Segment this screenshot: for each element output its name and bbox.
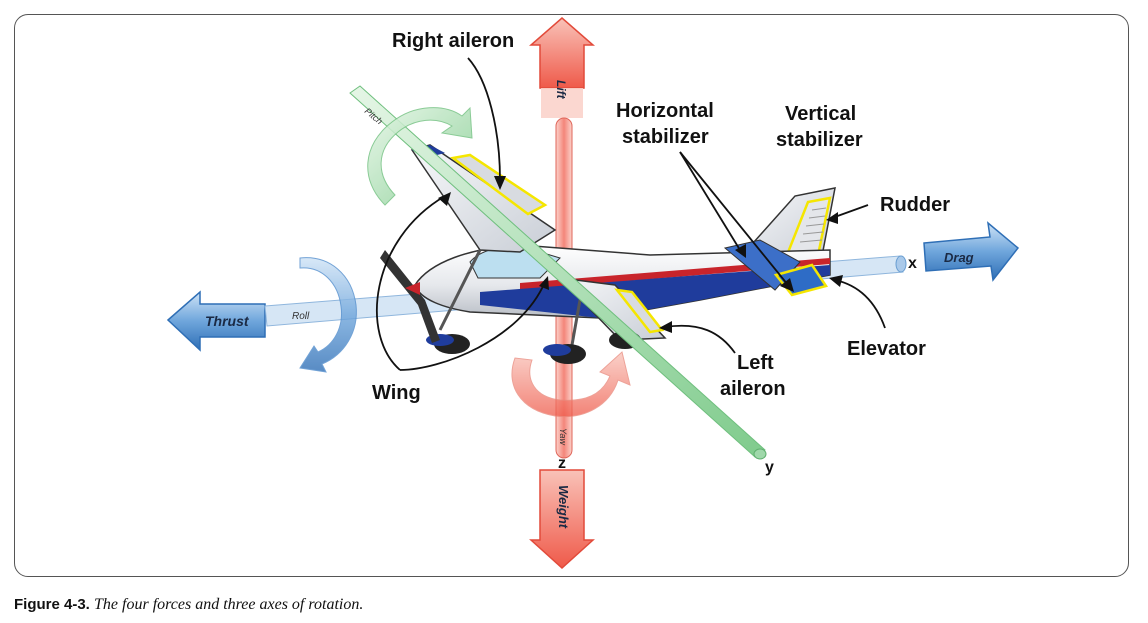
horizontal-stabilizer-label-line1: Horizontal <box>616 100 714 122</box>
weight-arrow <box>529 469 595 570</box>
lift-label: Lift <box>554 80 568 100</box>
horizontal-stabilizer-label-line2: stabilizer <box>622 126 709 148</box>
figure-caption-text: The four forces and three axes of rotati… <box>94 596 364 613</box>
thrust-arrow <box>166 290 266 352</box>
elevator-label: Elevator <box>847 338 926 360</box>
roll-label: Roll <box>292 311 310 322</box>
left-aileron-label-line2: aileron <box>720 378 786 400</box>
lift-arrow <box>528 17 596 118</box>
thrust-label: Thrust <box>205 313 250 329</box>
weight-label: Weight <box>556 485 571 529</box>
z-axis-label: z <box>558 455 566 472</box>
left-aileron-highlight <box>614 288 665 334</box>
airplane <box>380 144 836 364</box>
vertical-stabilizer-label-line2: stabilizer <box>776 129 863 151</box>
right-aileron-label: Right aileron <box>392 30 514 52</box>
propeller <box>380 250 440 343</box>
roll-rotation-arrow <box>299 257 357 373</box>
left-aileron-label-line1: Left <box>737 352 774 374</box>
pitch-rotation-arrow <box>367 106 473 206</box>
figure-caption: Figure 4-3. The four forces and three ax… <box>14 596 363 614</box>
rudder-label: Rudder <box>880 194 950 216</box>
drag-label: Drag <box>944 250 974 265</box>
y-axis-rod <box>349 85 767 460</box>
x-axis-label: x <box>908 255 917 272</box>
leader-arrowheads <box>438 176 843 333</box>
figure-caption-label: Figure 4-3. <box>14 596 90 613</box>
yaw-rotation-arrow <box>511 351 631 418</box>
stripe-blue <box>480 265 830 318</box>
y-axis-label: y <box>765 459 774 476</box>
yaw-label: Yaw <box>558 428 568 445</box>
drag-arrow <box>923 221 1020 282</box>
vertical-stabilizer-label-line1: Vertical <box>785 103 856 125</box>
leader-lines <box>375 57 886 371</box>
wing-label: Wing <box>372 382 421 404</box>
